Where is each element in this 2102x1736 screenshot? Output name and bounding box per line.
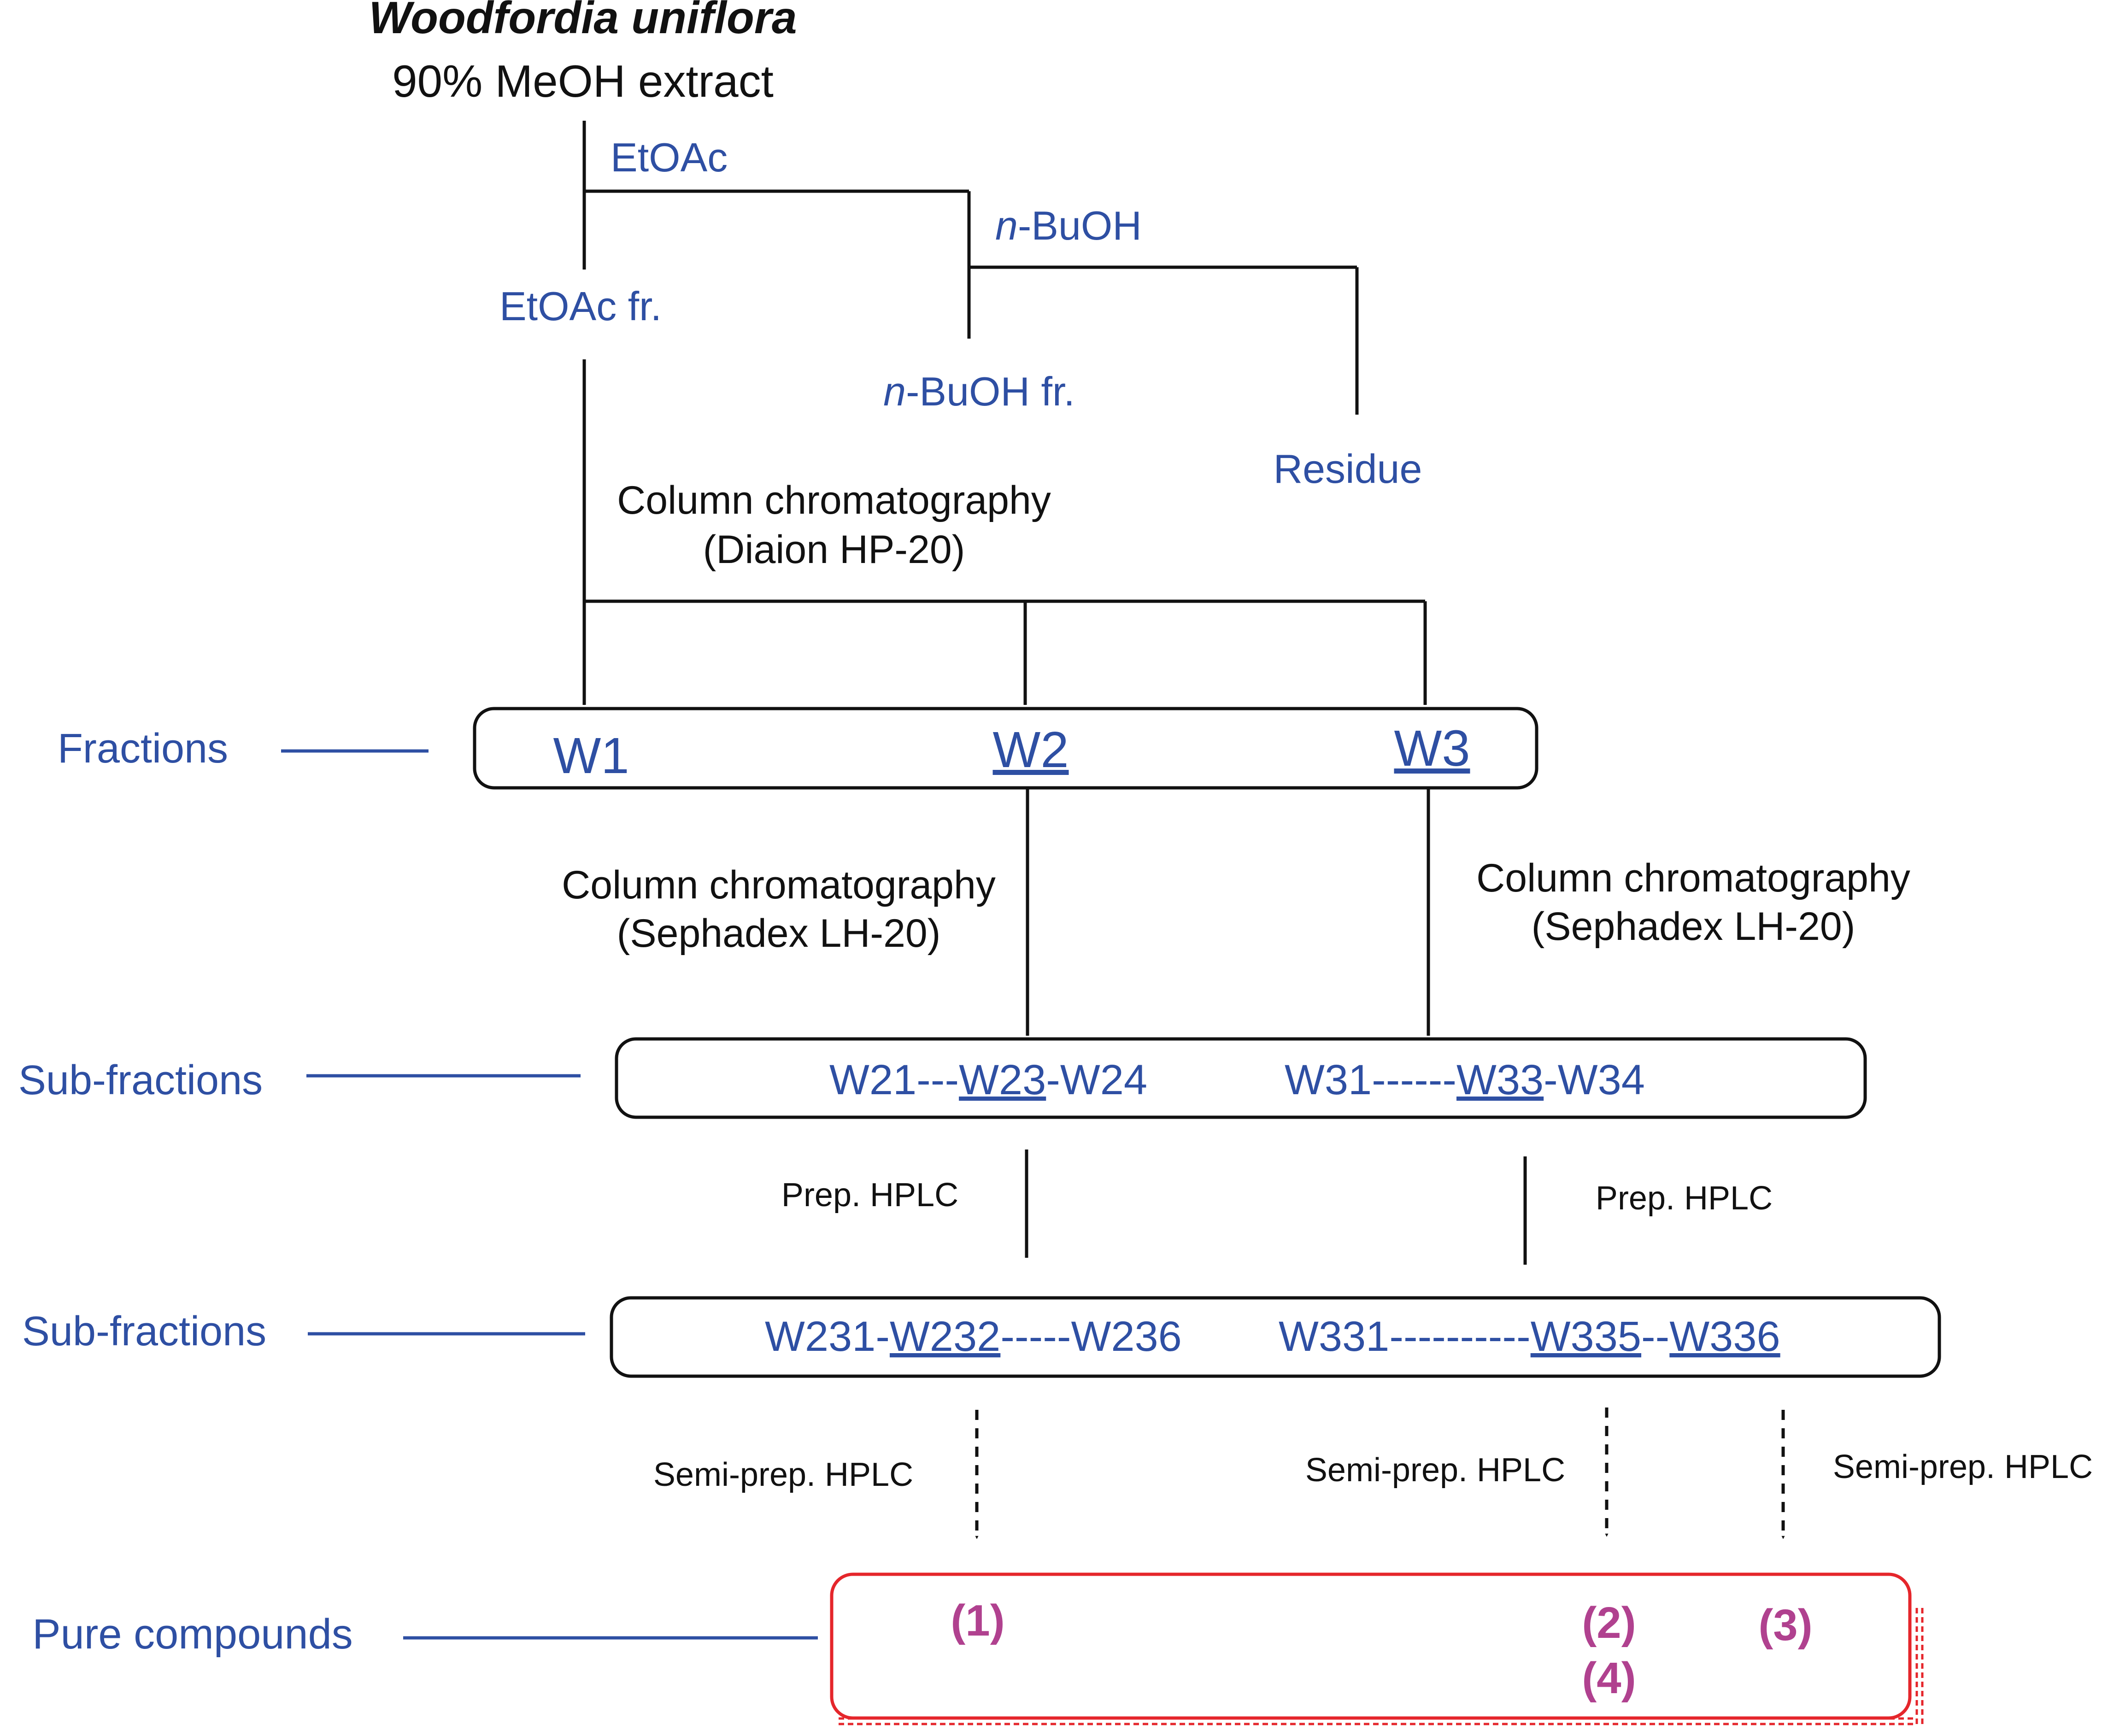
diaion-connectors: [582, 359, 1425, 603]
etoac-fraction-label: EtOAc fr.: [499, 283, 662, 329]
extract-title: 90% MeOH extract: [392, 56, 774, 106]
semiprep-label-2: Semi-prep. HPLC: [1305, 1452, 1565, 1489]
level-label-fractions: Fractions: [58, 726, 228, 772]
fraction-w2: W2: [993, 721, 1069, 778]
subfractions-1-box: [615, 1037, 1867, 1119]
level-label-subfractions-1: Sub-fractions: [18, 1057, 263, 1103]
buoh-solvent-label: n-BuOH: [995, 203, 1142, 248]
subfractions-2-group-w33: W331----------W335--W336: [1279, 1313, 1780, 1360]
residue-label: Residue: [1274, 446, 1422, 492]
pure-compounds-box: [830, 1572, 1912, 1720]
compound-1: (1): [951, 1596, 1004, 1645]
subfractions-2-group-w23: W231-W232-----W236: [765, 1313, 1182, 1360]
sephadex-step-1-line1: Column chromatography: [562, 863, 996, 907]
level-label-pure-compounds: Pure compounds: [32, 1611, 353, 1658]
subfractions-1-group-w3: W31------W33-W34: [1285, 1056, 1645, 1103]
buoh-fraction-label: n-BuOH fr.: [883, 369, 1075, 414]
semiprep-label-3: Semi-prep. HPLC: [1833, 1449, 2093, 1485]
diaion-step-line2: (Diaion HP-20): [703, 528, 965, 572]
subfractions-2-box: [610, 1296, 1941, 1378]
subfractions-1-group-w2: W21---W23-W24: [829, 1056, 1147, 1103]
level-label-subfractions-2: Sub-fractions: [22, 1308, 266, 1355]
prep-hplc-label-2: Prep. HPLC: [1596, 1180, 1773, 1217]
fractions-box: [473, 707, 1538, 790]
prep-hplc-label-1: Prep. HPLC: [781, 1177, 958, 1214]
fraction-w3: W3: [1394, 720, 1470, 777]
partition-tree: [582, 121, 1359, 415]
sephadex-step-2-line2: (Sephadex LH-20): [1532, 904, 1855, 949]
compound-3: (3): [1758, 1601, 1812, 1650]
species-title: Woodfordia uniflora: [369, 0, 797, 43]
sephadex-step-2-line1: Column chromatography: [1476, 856, 1910, 900]
etoac-solvent-label: EtOAc: [611, 135, 728, 180]
sephadex-step-1-line2: (Sephadex LH-20): [617, 911, 941, 956]
fraction-w1: W1: [553, 727, 629, 784]
compound-4: (4): [1582, 1654, 1636, 1703]
semiprep-label-1: Semi-prep. HPLC: [653, 1456, 913, 1493]
diaion-step-line1: Column chromatography: [617, 478, 1051, 522]
compound-2: (2): [1582, 1598, 1636, 1648]
